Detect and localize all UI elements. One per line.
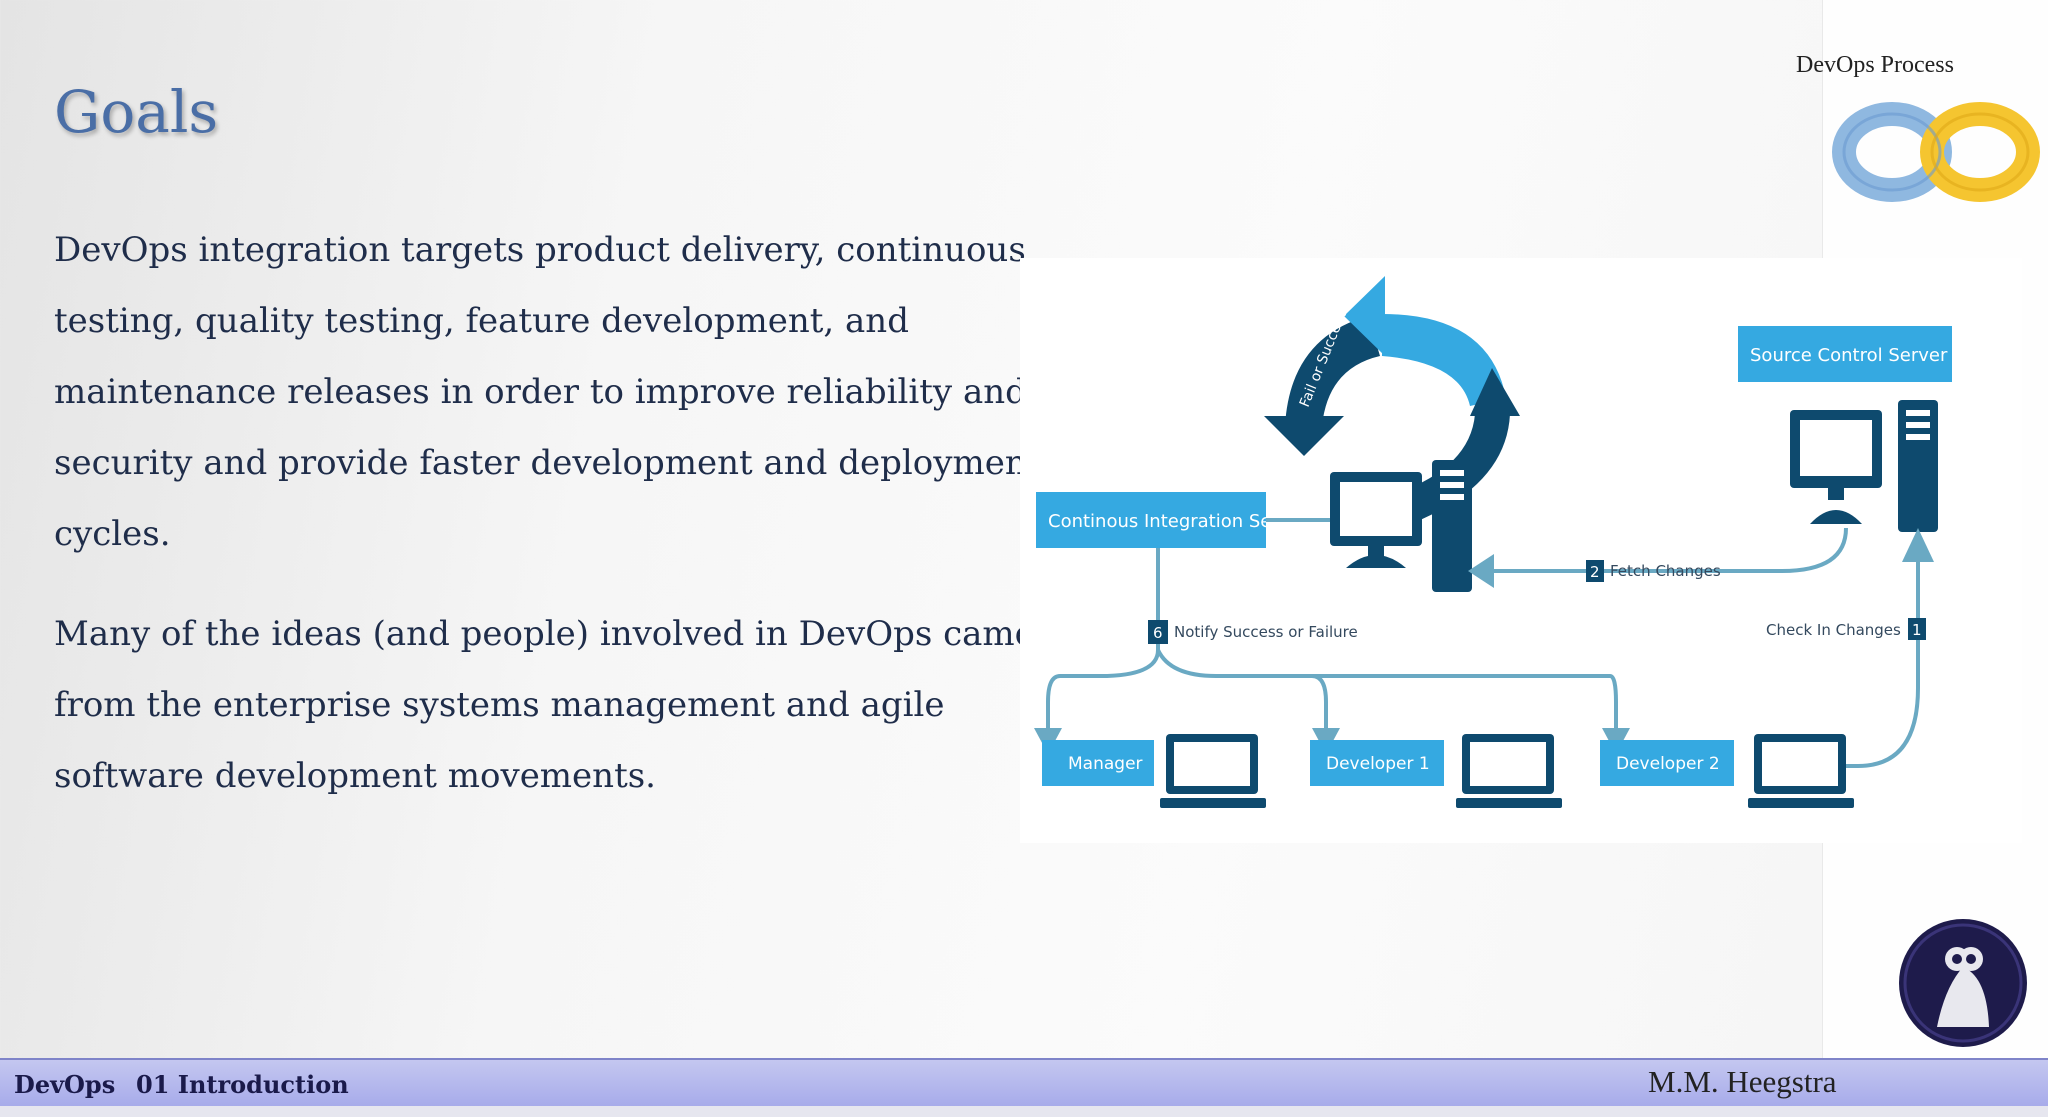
developer2-box [1600,740,1734,786]
footer-bottom-strip [0,1106,2048,1117]
fail-or-succeed-arc [1285,316,1380,426]
owl-emblem-icon [1899,919,2027,1047]
body-paragraph-1: DevOps integration targets product deliv… [54,230,1041,554]
source-computer-icon [1790,400,1938,532]
manager-label: Manager [1068,754,1143,774]
devops-infinity-logo-icon [1832,102,2040,202]
test-arc [1382,314,1506,406]
source-server-box [1738,326,1952,382]
ci-server-label: Continous Integration Server [1048,511,1309,532]
fail-arrow-head [1264,416,1344,456]
label-build: Build [1548,458,1580,496]
laptop-icon [1748,734,1854,808]
step-3: 3 [1587,392,1598,413]
notify-label: Notify Success or Failure [1174,623,1358,641]
step-1: 1 [1912,621,1922,639]
manager-box [1042,740,1154,786]
footer-course: DevOps [14,1070,116,1099]
ci-diagram: Fail or Succeed Test Build 4 3 5 Contino… [1020,258,2022,843]
ci-computer-icon [1330,460,1472,592]
source-server-label: Source Control Server [1750,345,1948,366]
footer-chapter: 01 Introduction [136,1070,349,1099]
logo-caption: DevOps Process [1796,52,1954,78]
laptop-icon [1456,734,1562,808]
developer1-box [1310,740,1444,786]
fetch-changes-label: Fetch Changes [1610,562,1721,580]
step-2: 2 [1590,563,1600,581]
step-4: 4 [1461,304,1472,325]
test-arrow-head [1344,276,1385,356]
step-6: 6 [1153,624,1163,642]
step-5: 5 [1381,420,1392,441]
developer1-label: Developer 1 [1326,754,1430,774]
footer-author: M.M. Heegstra [1648,1064,1837,1099]
build-arrow-head [1470,368,1520,416]
footer-bar: DevOps 01 Introduction M.M. Heegstra [0,1058,2048,1108]
developer2-label: Developer 2 [1616,754,1720,774]
slide-title: Goals [54,78,219,146]
label-test: Test [1524,332,1555,365]
laptop-icon [1160,734,1266,808]
body-paragraph-2: Many of the ideas (and people) involved … [54,614,1035,796]
check-in-changes-label: Check In Changes [1766,621,1901,639]
ci-server-box [1036,492,1266,548]
